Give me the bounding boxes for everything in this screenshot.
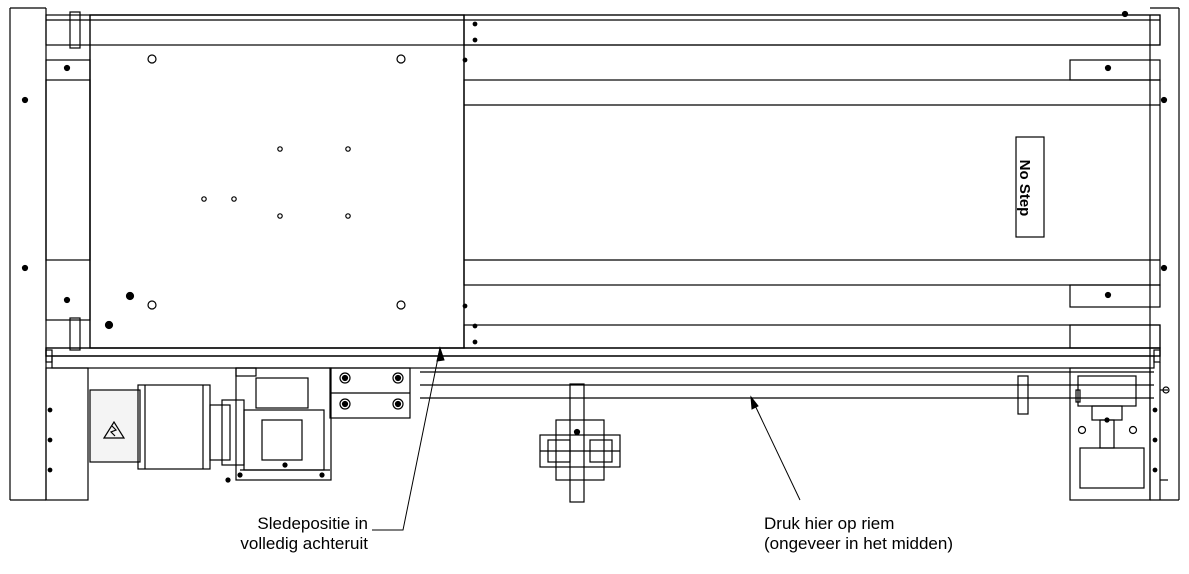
belt xyxy=(463,79,1161,349)
top-rail xyxy=(45,10,1161,351)
outer-frame xyxy=(9,7,1180,501)
callout-belt-press-line1: Druk hier op riem xyxy=(764,514,895,533)
tensioner-block xyxy=(329,367,411,419)
callout-sled-position-line2: volledig achteruit xyxy=(240,534,368,553)
side-brackets xyxy=(45,367,1158,501)
sled-plate xyxy=(89,14,465,349)
callout-leaders xyxy=(372,346,801,531)
no-step-label: No Step xyxy=(1016,160,1033,217)
callout-belt-press-line2: (ongeveer in het midden) xyxy=(764,534,954,553)
no-step-plate xyxy=(1015,136,1045,238)
callout-sled-position: Sledepositie in volledig achteruit xyxy=(0,514,368,554)
main-rail xyxy=(45,347,1161,500)
center-carriage xyxy=(539,383,621,503)
right-pulley-assembly xyxy=(1075,375,1170,489)
callout-belt-press: Druk hier op riem (ongeveer in het midde… xyxy=(764,514,1084,554)
callout-sled-position-line1: Sledepositie in xyxy=(257,514,368,533)
drive-motor xyxy=(89,367,332,483)
